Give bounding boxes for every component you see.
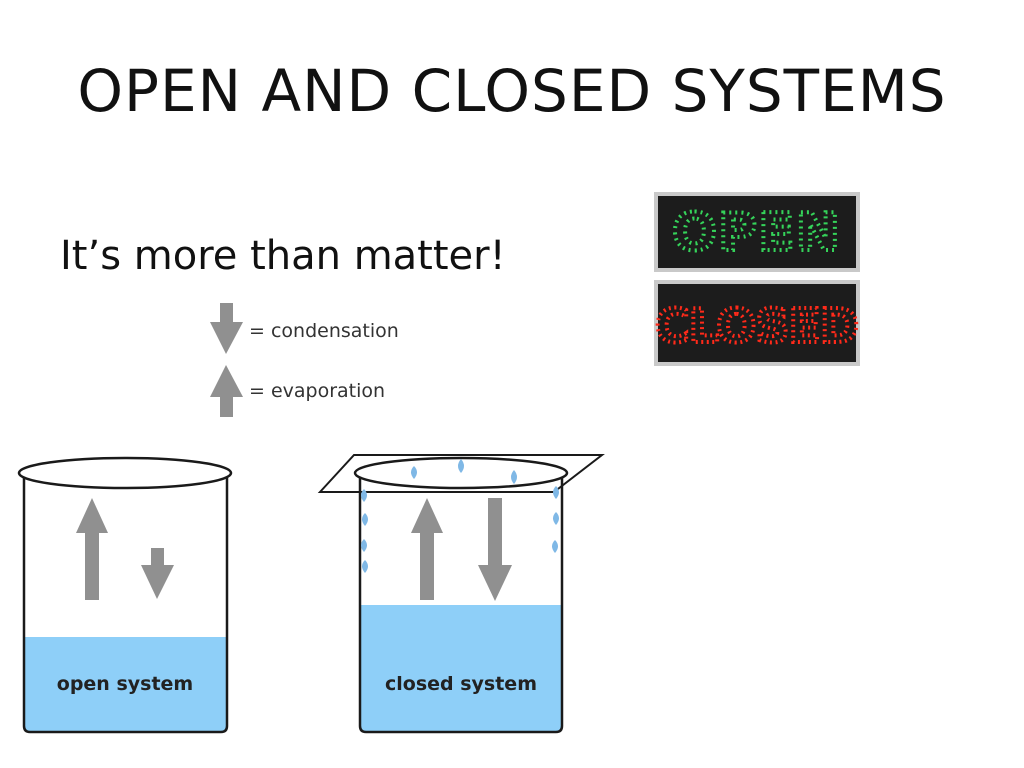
closed-condensation-arrow-shaft bbox=[488, 498, 502, 568]
open-closed-signs: OPEN CLOSED bbox=[654, 192, 860, 366]
condensation-legend: = condensation bbox=[210, 303, 399, 354]
open-evaporation-arrow-shaft bbox=[85, 530, 99, 600]
droplet bbox=[362, 513, 368, 526]
droplet bbox=[361, 539, 367, 552]
evaporation-arrow-head bbox=[210, 365, 243, 397]
open-beaker-water bbox=[24, 637, 227, 732]
slide-title: OPEN AND CLOSED SYSTEMS bbox=[77, 57, 947, 125]
closed-beaker-lid bbox=[317, 454, 605, 493]
closed-beaker-water bbox=[360, 605, 562, 732]
evaporation-legend: = evaporation bbox=[210, 365, 385, 417]
open-system-label: open system bbox=[57, 673, 193, 695]
open-condensation-arrow-head bbox=[141, 565, 174, 599]
open-system-beaker: open system bbox=[17, 456, 233, 734]
open-evaporation-arrow-head bbox=[76, 498, 108, 533]
open-condensation-arrow-shaft bbox=[151, 548, 164, 568]
evaporation-label: = evaporation bbox=[249, 380, 385, 402]
droplet bbox=[362, 560, 368, 573]
beaker-diagram: = condensation = evaporation open system bbox=[17, 303, 605, 734]
droplet bbox=[411, 466, 417, 479]
droplet bbox=[553, 512, 559, 525]
closed-sign-panel bbox=[658, 284, 856, 362]
condensation-arrow-head bbox=[210, 322, 243, 354]
closed-system-beaker: closed system bbox=[317, 454, 605, 734]
closed-evaporation-arrow-head bbox=[411, 498, 443, 533]
evaporation-arrow-shaft bbox=[220, 394, 233, 417]
open-sign-panel bbox=[658, 196, 856, 268]
droplet bbox=[361, 489, 367, 502]
condensation-label: = condensation bbox=[249, 320, 399, 342]
droplet bbox=[553, 486, 559, 499]
condensation-droplets bbox=[361, 459, 559, 573]
closed-condensation-arrow-head bbox=[478, 565, 512, 601]
condensation-arrow-shaft bbox=[220, 303, 233, 326]
open-beaker-rim bbox=[17, 456, 233, 490]
closed-sign-text: CLOSED bbox=[655, 299, 858, 353]
closed-system-label: closed system bbox=[385, 673, 537, 695]
closed-evaporation-arrow-shaft bbox=[420, 530, 434, 600]
open-sign-text: OPEN bbox=[672, 203, 841, 263]
droplet bbox=[458, 459, 464, 473]
slide-subtitle: It’s more than matter! bbox=[60, 233, 506, 279]
open-beaker-outline bbox=[22, 474, 229, 734]
droplet bbox=[511, 470, 517, 484]
closed-beaker-outline bbox=[358, 474, 564, 734]
droplet bbox=[552, 540, 558, 553]
